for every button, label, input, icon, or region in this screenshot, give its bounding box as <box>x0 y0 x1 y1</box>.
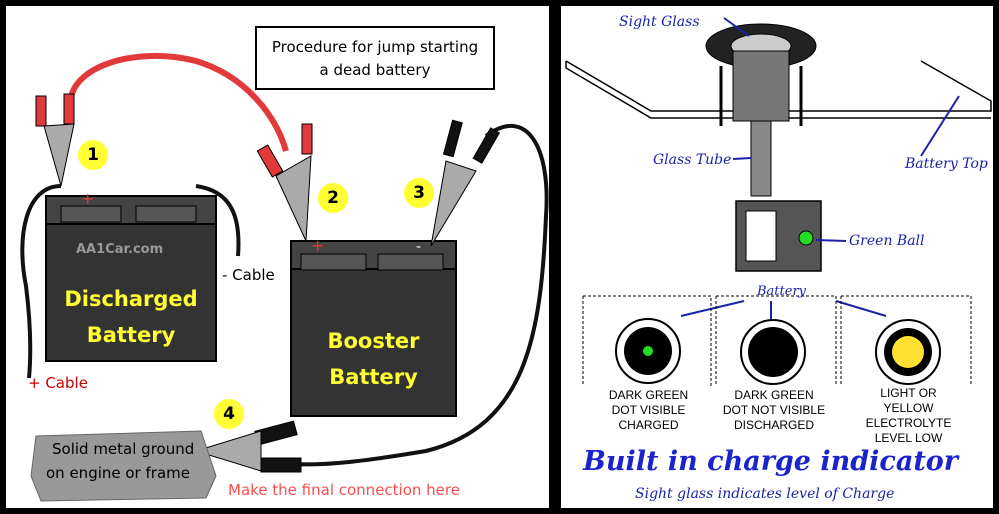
sight-glass-label: Sight Glass <box>619 14 700 30</box>
ind3-line3: ELECTROLYTE <box>865 416 952 430</box>
indicator-charged <box>615 318 681 384</box>
green-ball-label: Green Ball <box>849 233 925 249</box>
charge-indicator-title: Built in charge indicator <box>583 446 959 477</box>
discharged-battery <box>45 195 217 362</box>
red-clamp-1 <box>35 93 75 187</box>
step-badge-4: 4 <box>214 399 244 429</box>
indicator-1-caption: DARK GREEN DOT VISIBLE CHARGED <box>581 388 716 433</box>
discharged-label-2: Battery <box>86 323 176 347</box>
indicator-low-electrolyte <box>875 319 941 385</box>
arrow-battery-3 <box>835 300 887 317</box>
glass-tube-label: Glass Tube <box>653 152 732 168</box>
battery-top-label: Battery Top <box>905 156 988 172</box>
indicator-box-2 <box>715 295 837 386</box>
black-clamp-3 <box>430 119 501 247</box>
procedure-title-box: Procedure for jump starting a dead batte… <box>255 26 495 90</box>
step-badge-3: 3 <box>404 178 434 208</box>
ground-line-1: Solid metal ground <box>52 440 195 458</box>
ind2-line2: DOT NOT VISIBLE <box>722 403 826 417</box>
minus-sign-booster: - <box>416 239 421 255</box>
jump-start-panel: + + - Procedure for jump starting a dead… <box>6 6 549 508</box>
discharged-label-1: Discharged <box>64 287 198 311</box>
ground-block <box>30 430 217 502</box>
ind3-line1: LIGHT OR <box>880 386 937 400</box>
step-badge-2: 2 <box>318 183 348 213</box>
black-cable-left <box>20 184 62 379</box>
ind3-line4: LEVEL LOW <box>874 431 943 445</box>
ind2-line1: DARK GREEN <box>734 388 814 402</box>
glass-tube <box>750 120 772 197</box>
red-clamp-2 <box>256 123 313 242</box>
sight-glass-illustration <box>565 17 992 386</box>
charge-indicator-panel: Sight Glass Glass Tube Battery Top Green… <box>561 6 993 508</box>
pos-cable-label: + Cable <box>28 374 88 392</box>
step-badge-1: 1 <box>78 140 108 170</box>
watermark: AA1Car.com <box>76 242 164 257</box>
indicator-3-caption: LIGHT OR YELLOW ELECTROLYTE LEVEL LOW <box>841 386 976 446</box>
black-clamp-4 <box>194 420 302 473</box>
arrow-green-ball <box>815 239 847 242</box>
neg-cable-label: - Cable <box>222 266 275 284</box>
title-line-2: a dead battery <box>319 61 431 79</box>
arrow-sight-glass <box>723 17 750 37</box>
green-ball <box>798 230 814 246</box>
arrow-glass-tube <box>732 157 752 160</box>
charge-indicator-subtitle: Sight glass indicates level of Charge <box>635 486 895 502</box>
title-line-1: Procedure for jump starting <box>271 38 479 56</box>
plus-sign-booster: + <box>311 236 324 255</box>
arrow-battery-1 <box>680 300 745 317</box>
indicator-2-caption: DARK GREEN DOT NOT VISIBLE DISCHARGED <box>709 388 839 433</box>
jump-start-illustration: + + - <box>20 52 549 502</box>
ind2-line3: DISCHARGED <box>733 418 814 432</box>
booster-label-1: Booster <box>327 329 420 353</box>
booster-battery <box>290 240 457 417</box>
ind3-line2: YELLOW <box>883 401 934 415</box>
final-connection-note: Make the final connection here <box>228 481 460 499</box>
indicator-discharged <box>740 319 806 385</box>
battery-label: Battery <box>757 284 807 299</box>
plus-sign: + <box>81 189 94 208</box>
arrow-battery-top <box>920 95 960 157</box>
indicator-box-3 <box>840 295 972 386</box>
indicator-box-1 <box>582 295 712 386</box>
black-cable-ground <box>290 123 549 467</box>
red-cable <box>68 52 289 152</box>
booster-label-2: Battery <box>329 365 418 389</box>
ind1-line3: CHARGED <box>618 418 679 432</box>
ind1-line2: DOT VISIBLE <box>611 403 686 417</box>
black-cable-neg <box>195 184 241 257</box>
ground-line-2: on engine or frame <box>46 464 190 482</box>
ind1-line1: DARK GREEN <box>608 388 689 402</box>
